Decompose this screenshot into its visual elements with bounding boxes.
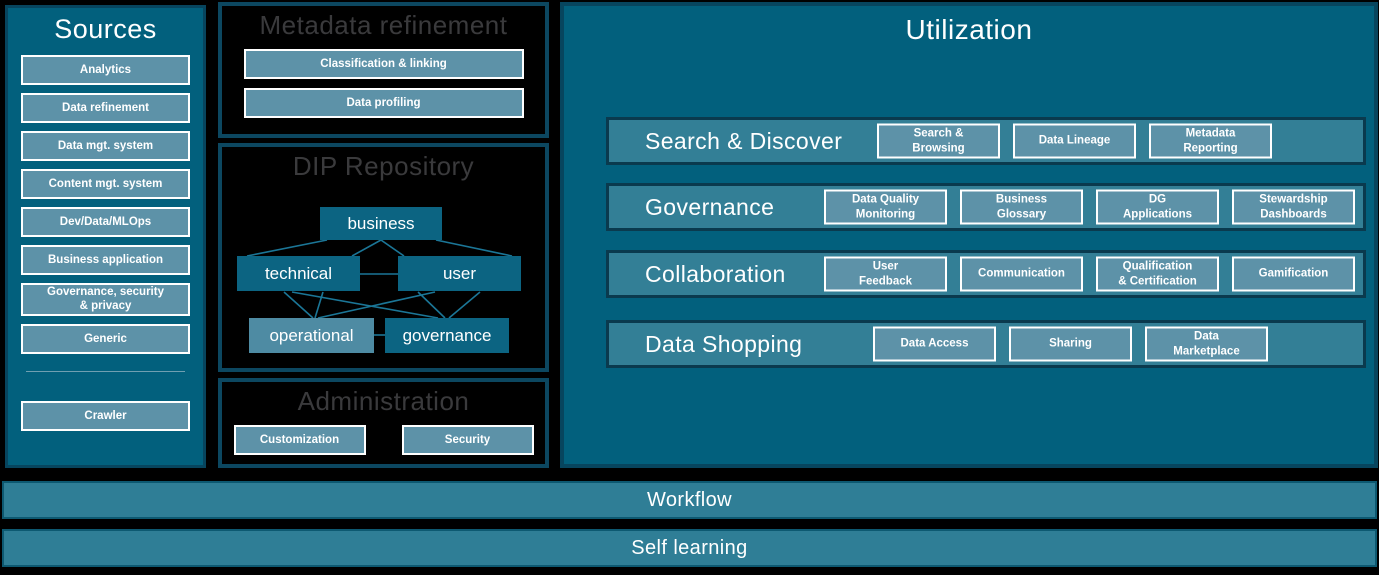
source-item-analytics: Analytics [21,55,190,85]
utilization-row-search-discover: Search & Discover Search & Browsing Data… [606,117,1366,165]
sources-title: Sources [54,14,157,44]
source-item-data-refinement: Data refinement [21,93,190,123]
row-label-search-discover: Search & Discover [645,127,843,154]
workflow-bar: Workflow [2,481,1377,519]
util-box-stewardship-dashboards: Stewardship Dashboards [1232,189,1355,225]
dip-repository-title: DIP Repository [292,151,475,181]
administration-title: Administration [297,386,470,416]
repo-node-business: business [320,207,442,240]
metadata-box-data-profiling: Data profiling [243,88,524,118]
util-box-metadata-reporting: Metadata Reporting [1149,123,1272,159]
utilization-row-data-shopping: Data Shopping Data Access Sharing Data M… [606,320,1366,368]
utilization-title: Utilization [905,14,1033,45]
sources-list: Analytics Data refinement Data mgt. syst… [8,55,203,354]
source-item-content-mgt-system: Content mgt. system [21,169,190,199]
util-box-business-glossary: Business Glossary [960,189,1083,225]
row-label-collaboration: Collaboration [645,260,786,287]
repo-node-user: user [398,256,521,291]
util-box-gamification: Gamification [1232,256,1355,292]
repo-node-operational: operational [249,318,374,353]
source-item-data-mgt-system: Data mgt. system [21,131,190,161]
repo-node-governance: governance [385,318,509,353]
source-item-business-application: Business application [21,245,190,275]
administration-panel: Administration Customization Security [218,378,549,468]
util-box-data-access: Data Access [873,326,996,362]
source-item-dev-data-mlops: Dev/Data/MLOps [21,207,190,237]
metadata-box-classification-linking: Classification & linking [243,49,524,79]
util-box-qualification-certification: Qualification & Certification [1096,256,1219,292]
repo-node-technical: technical [237,256,360,291]
util-box-user-feedback: User Feedback [824,256,947,292]
util-box-data-marketplace: Data Marketplace [1145,326,1268,362]
admin-box-customization: Customization [233,425,366,455]
util-box-data-quality-monitoring: Data Quality Monitoring [824,189,947,225]
graph-edges [246,239,513,336]
metadata-refinement-panel: Metadata refinement Classification & lin… [218,2,549,138]
sources-divider [26,370,185,372]
source-item-governance-security-privacy: Governance, security & privacy [21,283,190,316]
admin-box-security: Security [401,425,534,455]
row-label-governance: Governance [645,193,775,220]
util-box-search-browsing: Search & Browsing [877,123,1000,159]
metadata-refinement-title: Metadata refinement [259,10,508,40]
dip-repository-panel: DIP Repository business [218,143,549,372]
util-box-data-lineage: Data Lineage [1013,123,1136,159]
source-item-crawler: Crawler [21,400,190,431]
util-box-dg-applications: DG Applications [1096,189,1219,225]
utilization-row-governance: Governance Data Quality Monitoring Busin… [606,183,1366,231]
row-label-data-shopping: Data Shopping [645,330,803,357]
dip-repository-graph: business technical user operational gove… [222,147,545,368]
util-box-sharing: Sharing [1009,326,1132,362]
self-learning-label: Self learning [631,536,748,559]
self-learning-bar: Self learning [2,529,1377,567]
utilization-row-collaboration: Collaboration User Feedback Communicatio… [606,250,1366,298]
sources-panel: Sources Analytics Data refinement Data m… [5,5,206,468]
utilization-panel: Utilization Search & Discover Search & B… [560,2,1378,468]
util-box-communication: Communication [960,256,1083,292]
source-item-generic: Generic [21,323,190,354]
workflow-label: Workflow [646,488,733,511]
